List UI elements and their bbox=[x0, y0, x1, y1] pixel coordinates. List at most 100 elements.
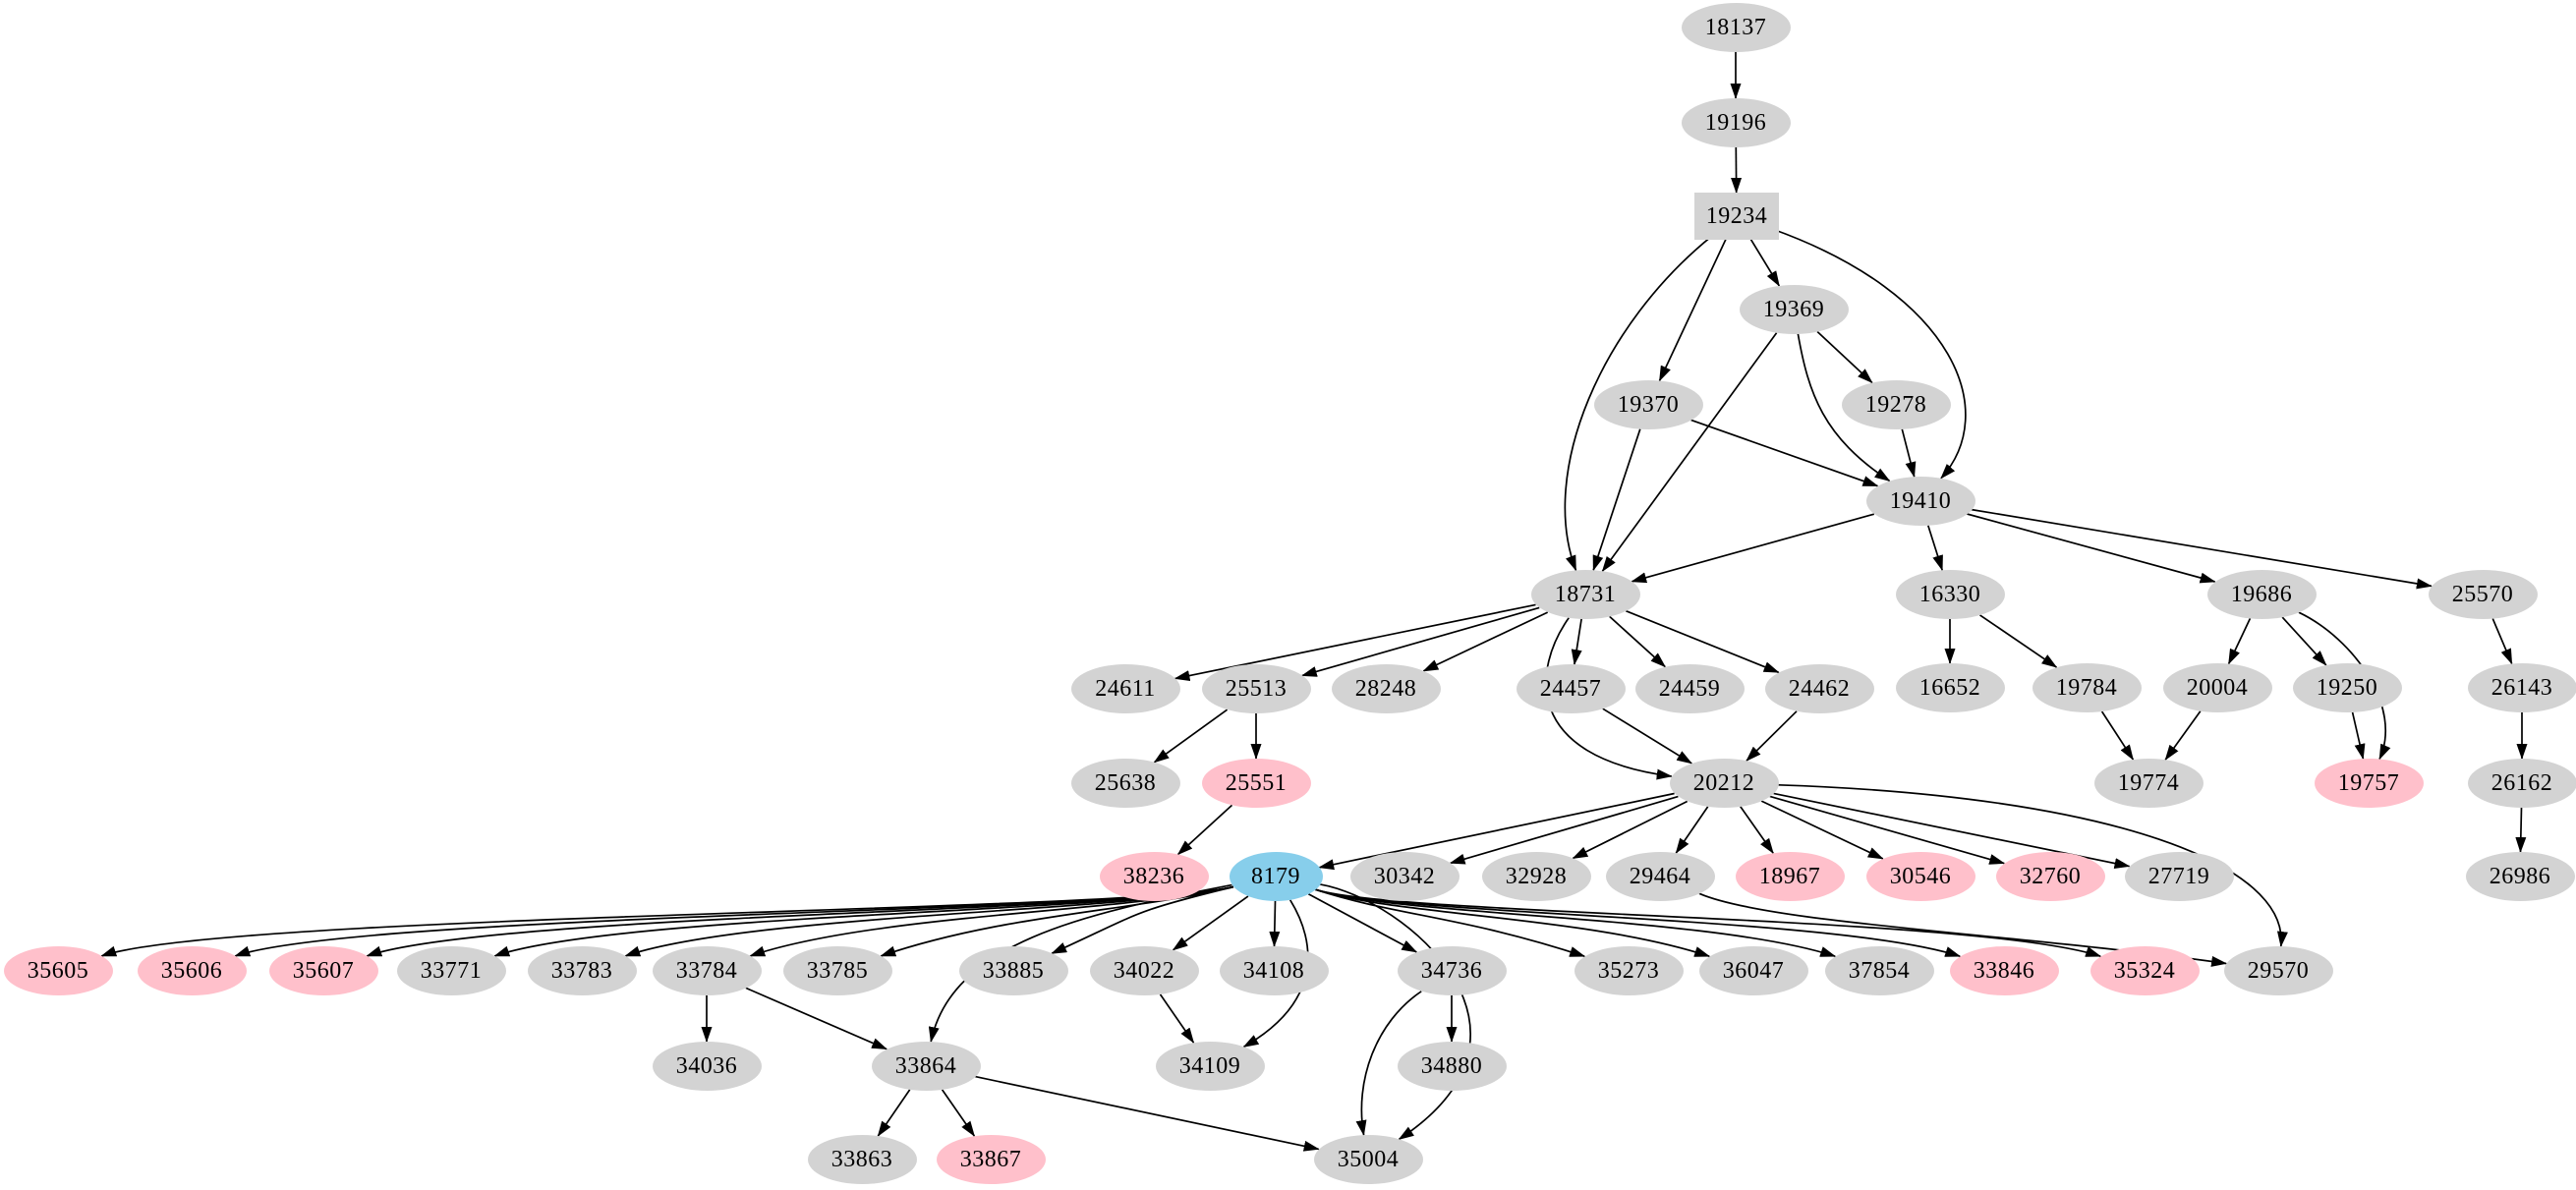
node-label: 19370 bbox=[1617, 392, 1680, 418]
graph-node-35004: 35004 bbox=[1313, 1135, 1423, 1184]
edge-19234-19410 bbox=[1771, 228, 1967, 480]
graph-node-18137: 18137 bbox=[1681, 3, 1791, 52]
graph-node-27719: 27719 bbox=[2124, 852, 2234, 901]
edge-19370-18731 bbox=[1592, 428, 1641, 572]
node-label: 33771 bbox=[420, 958, 483, 984]
node-label: 33864 bbox=[894, 1053, 957, 1079]
graph-node-33885: 33885 bbox=[958, 946, 1068, 995]
edge-19234-19369 bbox=[1749, 238, 1781, 287]
graph-node-26986: 26986 bbox=[2465, 852, 2575, 901]
node-label: 26986 bbox=[2489, 864, 2551, 889]
node-label: 19757 bbox=[2337, 770, 2400, 796]
graph-node-20212: 20212 bbox=[1669, 759, 1779, 808]
graph-node-33783: 33783 bbox=[527, 946, 637, 995]
graph-node-34880: 34880 bbox=[1397, 1042, 1507, 1091]
graph-node-33864: 33864 bbox=[871, 1042, 981, 1091]
graph-node-19278: 19278 bbox=[1841, 380, 1951, 429]
graph-node-34036: 34036 bbox=[652, 1042, 762, 1091]
edge-19370-19410 bbox=[1690, 419, 1879, 487]
graph-node-33785: 33785 bbox=[782, 946, 892, 995]
edge-26162-26986 bbox=[2515, 807, 2527, 853]
edge-8179-35324 bbox=[1315, 888, 2102, 958]
graph-node-19757: 19757 bbox=[2314, 759, 2424, 808]
edge-24457-20212 bbox=[1602, 708, 1693, 765]
edge-19686-20004 bbox=[2227, 618, 2252, 665]
node-label: 35273 bbox=[1597, 958, 1660, 984]
node-label: 33846 bbox=[1973, 958, 2035, 984]
graph-node-29570: 29570 bbox=[2223, 946, 2333, 995]
graph-node-18731: 18731 bbox=[1530, 570, 1640, 619]
edge-19410-19686 bbox=[1967, 513, 2216, 584]
graph-node-25570: 25570 bbox=[2428, 570, 2538, 619]
node-label: 20004 bbox=[2186, 675, 2249, 701]
node-label: 19784 bbox=[2055, 675, 2118, 701]
edge-33864-33867 bbox=[941, 1089, 976, 1137]
node-label: 24459 bbox=[1658, 676, 1721, 702]
node-label: 26143 bbox=[2490, 675, 2553, 701]
edge-19250-19757 bbox=[2351, 711, 2366, 761]
graph-node-19250: 19250 bbox=[2292, 663, 2402, 712]
edge-25513-25638 bbox=[1153, 708, 1229, 764]
edge-19278-19410 bbox=[1901, 428, 1917, 479]
graph-node-24457: 24457 bbox=[1516, 664, 1626, 713]
node-label: 19278 bbox=[1864, 392, 1927, 418]
node-label: 37854 bbox=[1848, 958, 1911, 984]
edge-25570-26143 bbox=[2491, 618, 2513, 665]
graph-node-29464: 29464 bbox=[1605, 852, 1715, 901]
graph-node-35607: 35607 bbox=[268, 946, 378, 995]
graph-node-19196: 19196 bbox=[1681, 98, 1791, 147]
node-label: 19234 bbox=[1705, 203, 1768, 229]
graph-node-28248: 28248 bbox=[1331, 664, 1441, 713]
edge-19686-19250 bbox=[2281, 616, 2327, 666]
graph-node-37854: 37854 bbox=[1824, 946, 1934, 995]
node-label: 34880 bbox=[1420, 1053, 1483, 1079]
graph-node-34109: 34109 bbox=[1155, 1042, 1265, 1091]
node-label: 36047 bbox=[1722, 958, 1785, 984]
graph-node-24459: 24459 bbox=[1634, 664, 1745, 713]
node-label: 20212 bbox=[1692, 770, 1755, 796]
graph-node-16652: 16652 bbox=[1895, 663, 2005, 712]
node-label: 35004 bbox=[1337, 1147, 1400, 1172]
node-label: 33783 bbox=[550, 958, 613, 984]
graph-node-33867: 33867 bbox=[936, 1135, 1046, 1184]
node-label: 35605 bbox=[27, 958, 89, 984]
edge-8179-33885 bbox=[1051, 885, 1234, 955]
node-label: 18137 bbox=[1704, 15, 1767, 40]
edge-33784-33864 bbox=[745, 987, 888, 1050]
edge-34022-34109 bbox=[1159, 993, 1195, 1044]
graph-node-36047: 36047 bbox=[1698, 946, 1808, 995]
edge-8179-35606 bbox=[234, 885, 1234, 957]
edge-8179-34108 bbox=[1269, 900, 1281, 947]
edge-20212-32928 bbox=[1572, 800, 1689, 860]
graph-node-33863: 33863 bbox=[807, 1135, 917, 1184]
graph-node-24611: 24611 bbox=[1070, 664, 1180, 713]
graph-node-19686: 19686 bbox=[2206, 570, 2317, 619]
edge-20212-30546 bbox=[1760, 800, 1884, 860]
node-label: 34036 bbox=[675, 1053, 738, 1079]
edge-20212-32760 bbox=[1769, 795, 2006, 865]
node-label: 25551 bbox=[1225, 770, 1288, 796]
edge-20212-18967 bbox=[1740, 806, 1774, 855]
node-label: 25570 bbox=[2451, 582, 2514, 607]
edge-19784-19774 bbox=[2100, 710, 2135, 761]
node-label: 30546 bbox=[1889, 864, 1952, 889]
edge-8179-35273 bbox=[1315, 888, 1586, 958]
graph-node-19774: 19774 bbox=[2093, 759, 2204, 808]
graph-node-19369: 19369 bbox=[1739, 285, 1849, 334]
edge-16330-19784 bbox=[1979, 614, 2058, 668]
graph-node-33784: 33784 bbox=[652, 946, 762, 995]
graph-node-35324: 35324 bbox=[2089, 946, 2200, 995]
graph-node-26143: 26143 bbox=[2467, 663, 2576, 712]
edge-19234-18731 bbox=[1564, 235, 1714, 572]
edge-19410-18731 bbox=[1631, 513, 1875, 584]
graph-node-25551: 25551 bbox=[1201, 759, 1311, 808]
edge-20004-19774 bbox=[2164, 710, 2202, 762]
edge-8179-36047 bbox=[1315, 888, 1711, 958]
edge-19369-19278 bbox=[1816, 330, 1873, 384]
node-label: 33863 bbox=[830, 1147, 893, 1172]
node-label: 35607 bbox=[292, 958, 355, 984]
node-label: 24611 bbox=[1095, 676, 1156, 702]
graph-node-19234: 19234 bbox=[1694, 193, 1779, 240]
edge-8179-34736 bbox=[1307, 893, 1418, 953]
